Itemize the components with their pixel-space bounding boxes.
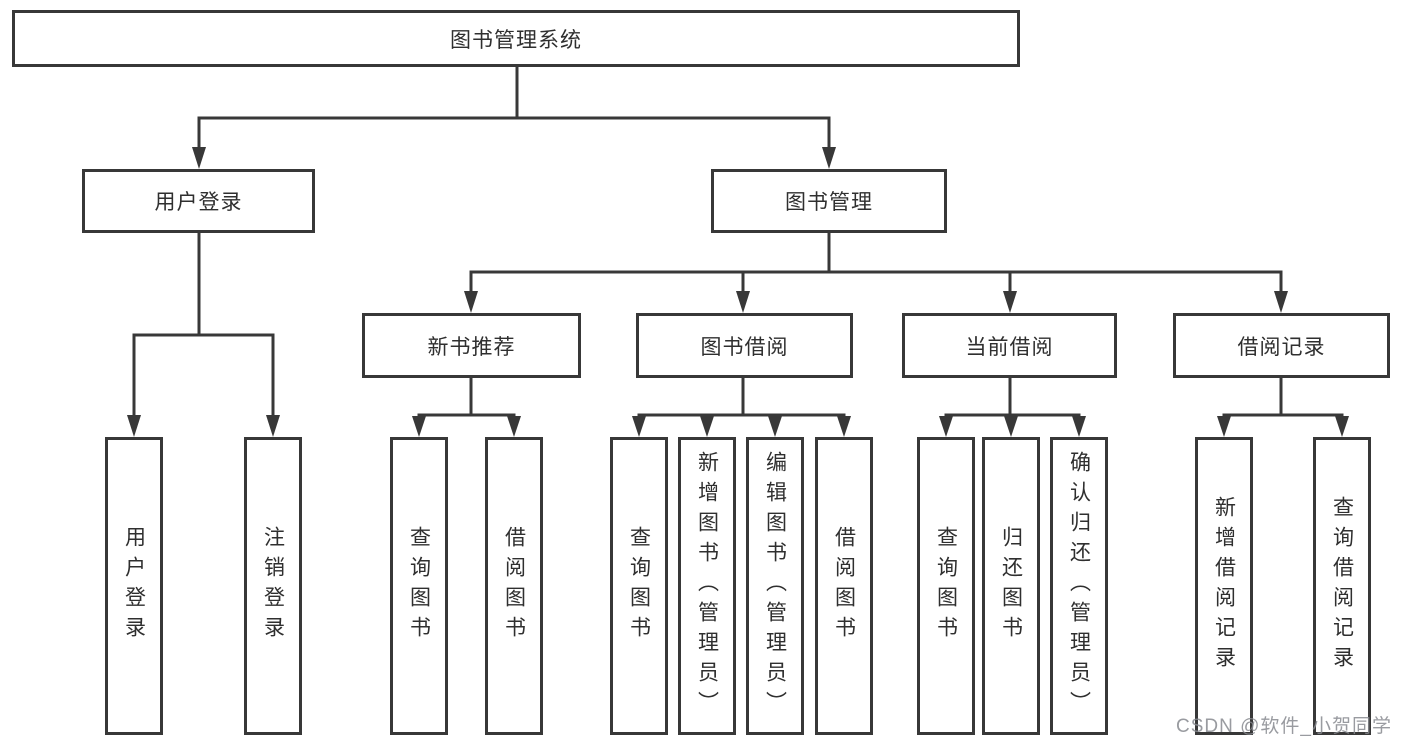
node-book-management: 图书管理 [711,169,947,233]
leaf-borrow-edit-book-admin: 编辑图书（管理员） [746,437,804,735]
leaf-current-return-book-label: 归还图书 [999,526,1023,646]
leaf-recommend-borrow-book: 借阅图书 [485,437,543,735]
leaf-record-query-borrow-record-label: 查询借阅记录 [1330,496,1354,676]
node-user-login: 用户登录 [82,169,315,233]
leaf-user-login: 用户登录 [105,437,163,735]
leaf-current-query-book-label: 查询图书 [934,526,958,646]
leaf-borrow-borrow-book-label: 借阅图书 [832,526,856,646]
node-new-book-recommend-label: 新书推荐 [427,335,516,359]
node-borrow-record: 借阅记录 [1173,313,1390,378]
leaf-borrow-add-book-admin-label: 新增图书（管理员） [695,451,719,721]
leaf-record-query-borrow-record: 查询借阅记录 [1313,437,1371,735]
leaf-borrow-add-book-admin: 新增图书（管理员） [678,437,736,735]
leaf-current-query-book: 查询图书 [917,437,975,735]
leaf-borrow-query-book-label: 查询图书 [627,526,651,646]
leaf-recommend-query-book: 查询图书 [390,437,448,735]
leaf-current-confirm-return-admin-label: 确认归还（管理员） [1067,451,1091,721]
leaf-recommend-borrow-book-label: 借阅图书 [502,526,526,646]
leaf-record-add-borrow-record-label: 新增借阅记录 [1212,496,1236,676]
node-user-login-label: 用户登录 [154,191,243,214]
node-current-borrow: 当前借阅 [902,313,1117,378]
leaf-recommend-query-book-label: 查询图书 [407,526,431,646]
node-current-borrow-label: 当前借阅 [965,335,1054,359]
leaf-user-login-label: 用户登录 [122,526,146,646]
node-book-management-label: 图书管理 [785,191,873,214]
leaf-current-return-book: 归还图书 [982,437,1040,735]
node-book-borrow-label: 图书借阅 [700,335,789,359]
leaf-borrow-query-book: 查询图书 [610,437,668,735]
node-root: 图书管理系统 [12,10,1020,67]
leaf-current-confirm-return-admin: 确认归还（管理员） [1050,437,1108,735]
arrowheads [127,147,1349,437]
csdn-watermark: CSDN @软件_小贺同学 [1176,716,1392,737]
node-root-label: 图书管理系统 [450,28,582,52]
node-borrow-record-label: 借阅记录 [1237,335,1326,359]
leaf-borrow-edit-book-admin-label: 编辑图书（管理员） [763,451,787,721]
leaf-logout: 注销登录 [244,437,302,735]
node-new-book-recommend: 新书推荐 [362,313,581,378]
leaf-logout-label: 注销登录 [261,526,285,646]
leaf-record-add-borrow-record: 新增借阅记录 [1195,437,1253,735]
leaf-borrow-borrow-book: 借阅图书 [815,437,873,735]
node-book-borrow: 图书借阅 [636,313,853,378]
